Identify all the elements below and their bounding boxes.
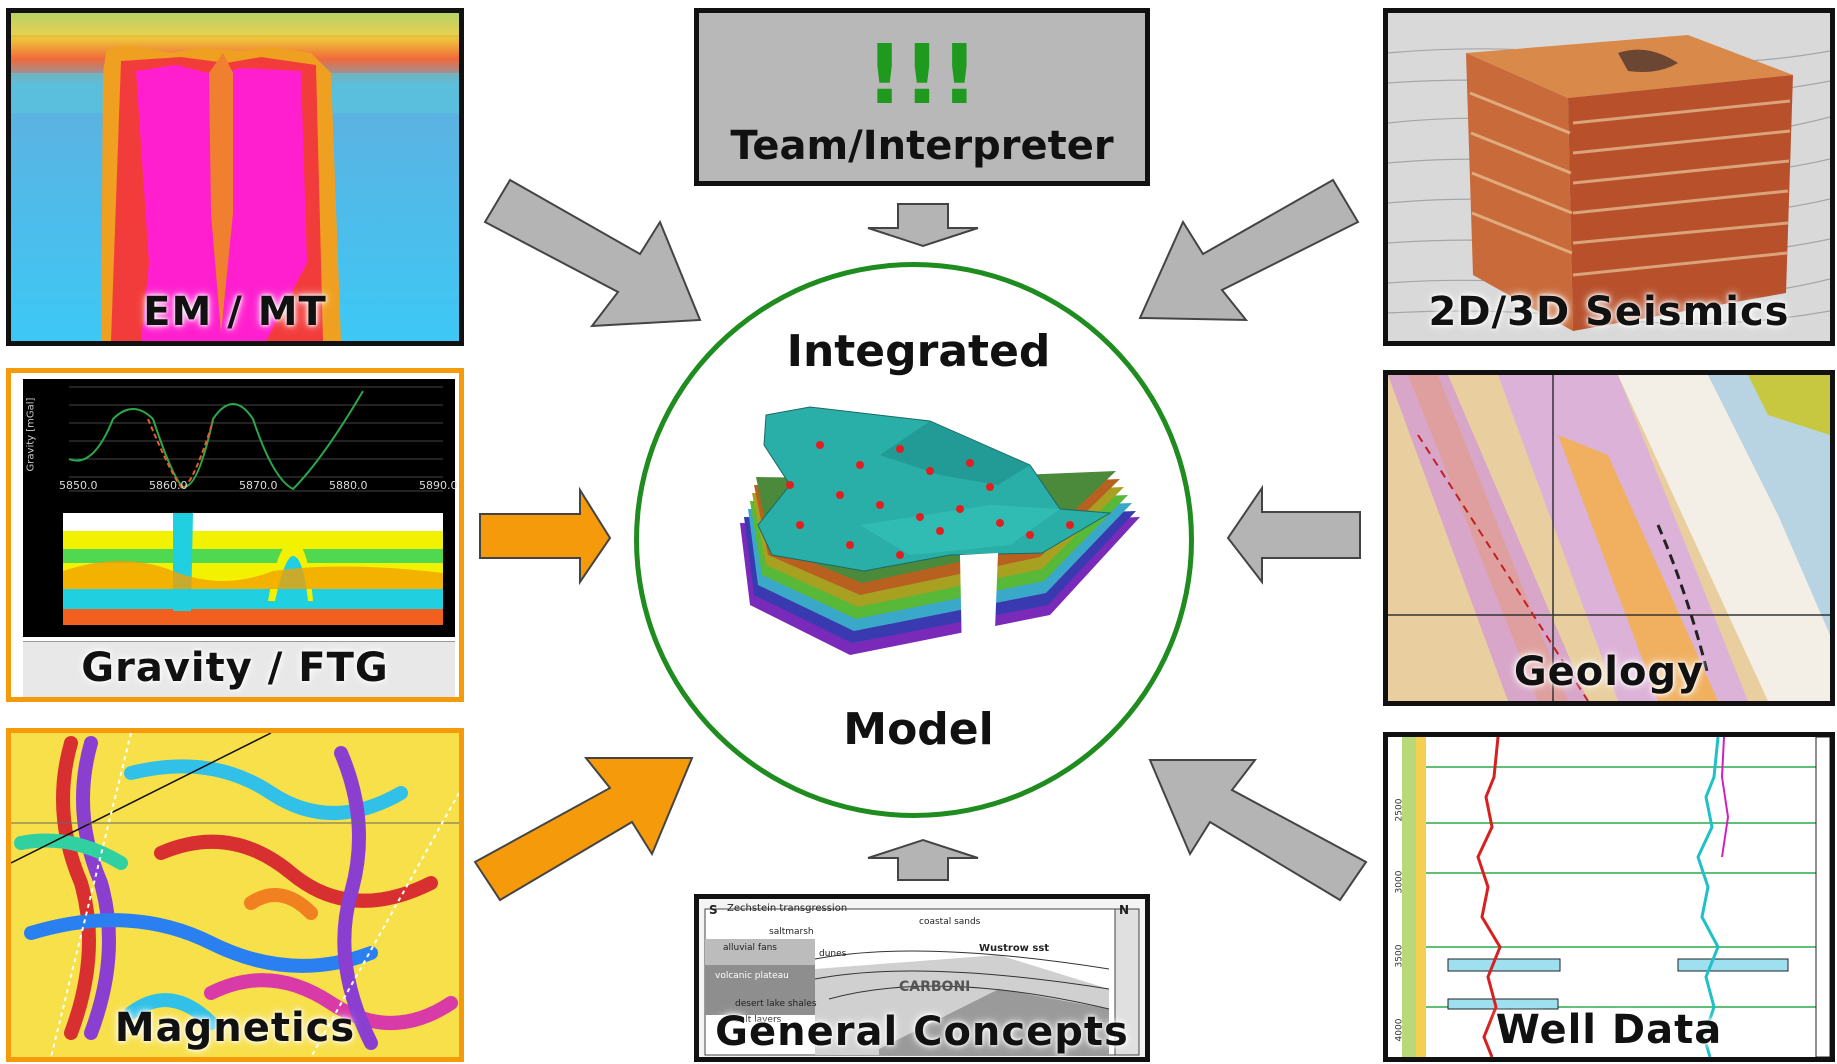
geology-map-image bbox=[1388, 375, 1830, 701]
general-concepts-label: General Concepts bbox=[715, 1009, 1129, 1055]
concepts-title: Zechstein transgression bbox=[727, 903, 848, 914]
gravity-curve bbox=[68, 386, 443, 492]
arrow-geology bbox=[1226, 484, 1361, 585]
concepts-term: saltmarsh bbox=[769, 927, 814, 937]
concepts-left-mark: S bbox=[709, 903, 718, 917]
seismics-panel: 2D/3D Seismics bbox=[1383, 8, 1835, 346]
arrow-magnetics bbox=[473, 757, 694, 902]
concepts-term: desert lake shales bbox=[735, 999, 817, 1009]
arrow-well-data bbox=[1148, 759, 1368, 902]
gravity-ftg-panel: Gravity [mGal] 5850.0 5860.0 5870.0 5880… bbox=[6, 368, 464, 702]
concepts-term: Wustrow sst bbox=[979, 943, 1050, 954]
arrow-team bbox=[867, 203, 979, 248]
seismics-label: 2D/3D Seismics bbox=[1428, 289, 1790, 335]
gravity-y-axis-label: Gravity [mGal] bbox=[25, 397, 37, 472]
seismic-cube-image bbox=[1388, 35, 1830, 331]
attention-marks: !!! bbox=[865, 28, 979, 123]
team-interpreter-label: Team/Interpreter bbox=[730, 123, 1114, 169]
gravity-x-ticks: 5850.0 5860.0 5870.0 5880.0 5890.0 bbox=[41, 479, 459, 493]
concepts-term: CARBONI bbox=[899, 979, 971, 995]
well-log-image bbox=[1388, 737, 1830, 1057]
integrated-label: Integrated bbox=[786, 326, 1051, 377]
arrow-gravity bbox=[479, 486, 612, 586]
x-tick: 5870.0 bbox=[239, 479, 278, 492]
magnetics-map-image bbox=[11, 733, 459, 1057]
magnetics-panel: Magnetics bbox=[6, 728, 464, 1062]
concepts-term: salt layers bbox=[735, 1015, 782, 1025]
x-tick: 5860.0 bbox=[149, 479, 188, 492]
em-mt-label: EM / MT bbox=[143, 289, 327, 335]
well-depth-tick: 3000 bbox=[1394, 870, 1405, 894]
concepts-cross-section bbox=[699, 899, 1145, 1057]
depth-section-image bbox=[63, 513, 443, 625]
em-mt-panel: EM / MT bbox=[6, 8, 464, 346]
x-tick: 5880.0 bbox=[329, 479, 368, 492]
depth-section-plot bbox=[23, 501, 455, 637]
gravity-profile-plot: Gravity [mGal] bbox=[23, 379, 455, 507]
3d-model-image bbox=[740, 406, 1140, 657]
em-mt-image bbox=[11, 13, 459, 341]
x-tick: 5890.0 bbox=[419, 479, 458, 492]
arrow-concepts bbox=[867, 838, 979, 881]
concepts-term: coastal sands bbox=[919, 917, 981, 927]
geology-panel: Geology bbox=[1383, 370, 1835, 706]
concepts-right-mark: N bbox=[1119, 903, 1130, 917]
geology-label: Geology bbox=[1513, 649, 1705, 695]
arrow-em-mt bbox=[483, 178, 702, 328]
x-tick: 5850.0 bbox=[59, 479, 98, 492]
well-depth-tick: 2500 bbox=[1394, 798, 1405, 822]
gravity-ftg-label: Gravity / FTG bbox=[81, 645, 389, 691]
team-interpreter-box: !!! Team/Interpreter bbox=[694, 8, 1150, 186]
well-depth-tick: 3500 bbox=[1394, 944, 1405, 968]
model-label: Model bbox=[843, 704, 994, 755]
integrated-model-circle bbox=[634, 262, 1194, 818]
arrow-seismics bbox=[1138, 178, 1360, 322]
well-data-label: Well Data bbox=[1495, 1007, 1723, 1053]
general-concepts-panel: S N Zechstein transgression coastal sand… bbox=[694, 894, 1150, 1062]
magnetics-label: Magnetics bbox=[114, 1005, 356, 1051]
concepts-term: volcanic plateau bbox=[715, 971, 789, 981]
well-data-panel: 2500 3000 3500 4000 Well Data bbox=[1383, 732, 1835, 1062]
gravity-controls bbox=[23, 641, 455, 697]
concepts-term: alluvial fans bbox=[723, 943, 777, 953]
concepts-term: dunes bbox=[819, 949, 847, 959]
